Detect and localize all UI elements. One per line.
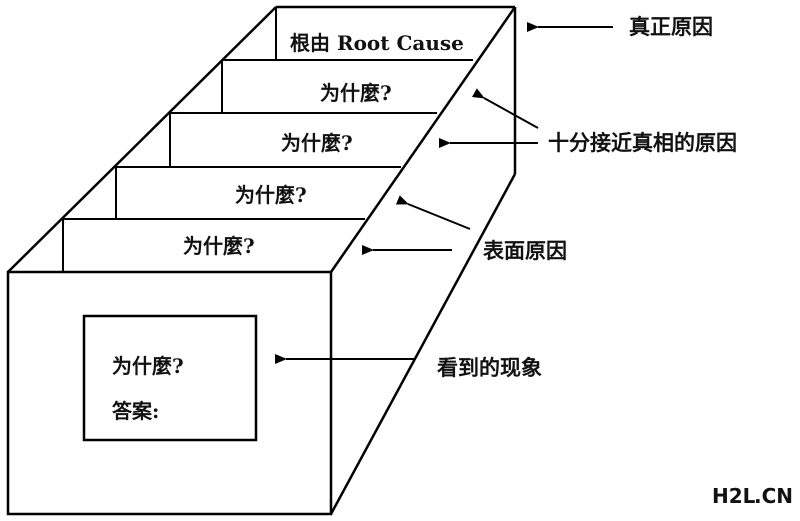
front-face — [6, 270, 333, 516]
watermark-h2l: H2L — [712, 484, 756, 508]
arrow-surface-cause-upper — [395, 195, 471, 230]
callout-surface-cause: 表面原因 — [483, 238, 567, 263]
why-label-3: 为什麼? — [235, 183, 307, 207]
front-question: 为什麼? — [112, 354, 184, 378]
callout-near-cause: 十分接近真相的原因 — [548, 130, 737, 155]
watermark-logo: H2L .CN — [712, 484, 793, 508]
callout-true-cause: 真正原因 — [629, 14, 713, 39]
arrow-near-cause-upper — [471, 88, 539, 129]
why-label-4: 为什麼? — [183, 234, 255, 258]
root-cause-label: 根由 Root Cause — [290, 31, 464, 55]
why-label-2: 为什麼? — [281, 131, 353, 155]
top-right-edge — [329, 6, 517, 273]
front-answer: 答案: — [112, 399, 159, 423]
top-left-edge — [7, 6, 277, 273]
bottom-right-edge — [329, 173, 517, 515]
watermark-cn: .CN — [754, 484, 793, 508]
callout-observed: 看到的现象 — [437, 355, 542, 380]
answer-box — [82, 314, 258, 442]
why-label-1: 为什麼? — [320, 81, 392, 105]
stage-shelves — [62, 7, 473, 272]
callout-arrows — [275, 22, 613, 364]
box-outline — [6, 5, 517, 516]
